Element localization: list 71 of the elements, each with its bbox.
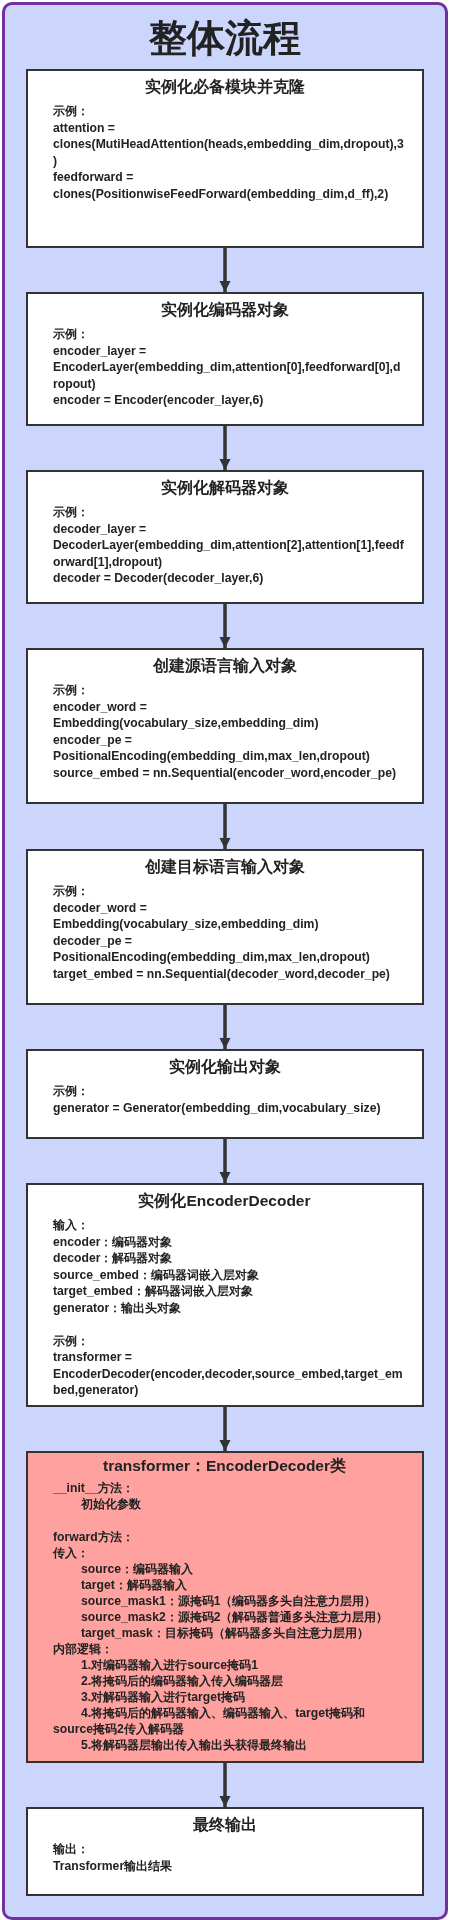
body-text: decoder = Decoder(decoder_layer,6) bbox=[53, 570, 265, 587]
body-text: encoder_pe = PositionalEncoding(embedding_dim,max_len,dropout) bbox=[53, 731, 371, 765]
body-text: 传入： bbox=[53, 1544, 90, 1561]
body-text: target_mask：目标掩码（解码器多头自注意力层用） bbox=[80, 1624, 370, 1641]
process-box bbox=[26, 1049, 424, 1139]
body-text: target_embed：解码器词嵌入层对象 bbox=[53, 1283, 254, 1300]
process-box bbox=[26, 292, 424, 426]
body-text: decoder_word = Embedding(vocabulary_size,embedding_dim) bbox=[53, 899, 320, 933]
body-text: 输出： bbox=[53, 1841, 90, 1858]
arrow bbox=[219, 1005, 231, 1049]
body-text: feedforward = clones(PositionwiseFeedForward(embedding_dim,d_ff),2) bbox=[53, 169, 390, 202]
body-text: 示例： bbox=[53, 103, 90, 120]
process-box bbox=[26, 69, 424, 248]
box-heading: 最终输出 bbox=[191, 1815, 258, 1835]
box-heading: 实例化EncoderDecoder bbox=[137, 1191, 312, 1211]
arrow bbox=[219, 1139, 231, 1183]
body-text: target_embed = nn.Sequential(decoder_word,decoder_pe) bbox=[53, 965, 391, 982]
body-text: generator：输出头对象 bbox=[53, 1299, 183, 1316]
box-heading: 创建源语言输入对象 bbox=[151, 656, 298, 676]
body-text: 4.将掩码后的解码器输入、编码器输入、target掩码和source掩码2传入解码器 bbox=[53, 1704, 367, 1737]
body-text: 2.将掩码后的编码器输入传入编码器层 bbox=[80, 1672, 285, 1689]
process-box bbox=[26, 648, 424, 804]
body-text: encoder_layer = EncoderLayer(embedding_dim,attention[0],feedforward[0],dropout) bbox=[53, 342, 402, 392]
body-text: source_mask1：源掩码1（编码器多头自注意力层用） bbox=[80, 1592, 378, 1609]
process-box bbox=[26, 849, 424, 1005]
arrow bbox=[219, 1407, 231, 1451]
body-text: 示例： bbox=[53, 883, 90, 900]
body-text: forward方法： bbox=[53, 1528, 135, 1545]
box-heading: transformer：EncoderDecoder类 bbox=[101, 1456, 347, 1476]
body-text: transformer = EncoderDecoder(encoder,decoder,source_embed,target_embed,generator) bbox=[53, 1349, 404, 1399]
body-text: encoder = Encoder(encoder_layer,6) bbox=[53, 392, 265, 409]
body-text: source_mask2：源掩码2（解码器普通多头注意力层用） bbox=[80, 1608, 390, 1625]
arrow bbox=[219, 1763, 231, 1807]
body-text: 内部逻辑： bbox=[53, 1640, 114, 1657]
body-text: 示例： bbox=[53, 682, 90, 699]
process-box bbox=[26, 470, 424, 604]
body-text: 示例： bbox=[53, 326, 90, 343]
arrow bbox=[219, 426, 231, 470]
body-text: source_embed = nn.Sequential(encoder_word,encoder_pe) bbox=[53, 764, 398, 781]
panel-heading: 整体流程 bbox=[148, 16, 302, 61]
body-text: generator = Generator(embedding_dim,vocabulary_size) bbox=[53, 1099, 382, 1116]
body-text: 3.对解码器输入进行target掩码 bbox=[80, 1688, 247, 1705]
process-box bbox=[26, 1183, 424, 1407]
body-text: decoder_layer = DecoderLayer(embedding_dim,attention[2],attention[1],feedforward[1],dropout) bbox=[53, 520, 404, 570]
body-text: Transformer输出结果 bbox=[53, 1857, 174, 1874]
arrow bbox=[219, 604, 231, 648]
box-heading: 实例化必备模块并克隆 bbox=[143, 77, 306, 97]
body-text: encoder_word = Embedding(vocabulary_size,embedding_dim) bbox=[53, 698, 320, 732]
body-text: 5.将解码器层输出传入输出头获得最终输出 bbox=[80, 1736, 309, 1753]
arrow bbox=[219, 248, 231, 292]
body-text: 示例： bbox=[53, 1083, 90, 1100]
body-text: 示例： bbox=[53, 504, 90, 521]
box-heading: 创建目标语言输入对象 bbox=[143, 857, 306, 877]
body-text: 1.对编码器输入进行source掩码1 bbox=[80, 1656, 259, 1673]
box-heading: 实例化编码器对象 bbox=[159, 300, 290, 320]
body-text: 示例： bbox=[53, 1332, 90, 1349]
process-box bbox=[26, 1451, 424, 1763]
arrow bbox=[219, 804, 231, 849]
box-heading: 实例化解码器对象 bbox=[159, 478, 290, 498]
box-heading: 实例化输出对象 bbox=[167, 1057, 282, 1077]
process-box bbox=[26, 1807, 424, 1896]
body-text: 初始化参数 bbox=[80, 1496, 142, 1512]
body-text: source：编码器输入 bbox=[80, 1560, 194, 1577]
body-text: target：解码器输入 bbox=[80, 1576, 188, 1593]
body-text: __init__方法： bbox=[53, 1480, 136, 1496]
body-text: attention = clones(MutiHeadAttention(heads,embedding_dim,dropout),3) bbox=[53, 119, 404, 169]
body-text: decoder_pe = PositionalEncoding(embedding_dim,max_len,dropout) bbox=[53, 932, 371, 966]
body-text: source_embed：编码器词嵌入层对象 bbox=[53, 1266, 261, 1283]
body-text: 输入： bbox=[53, 1217, 90, 1234]
body-text: encoder：编码器对象 bbox=[53, 1233, 174, 1250]
body-text: decoder：解码器对象 bbox=[53, 1250, 174, 1267]
